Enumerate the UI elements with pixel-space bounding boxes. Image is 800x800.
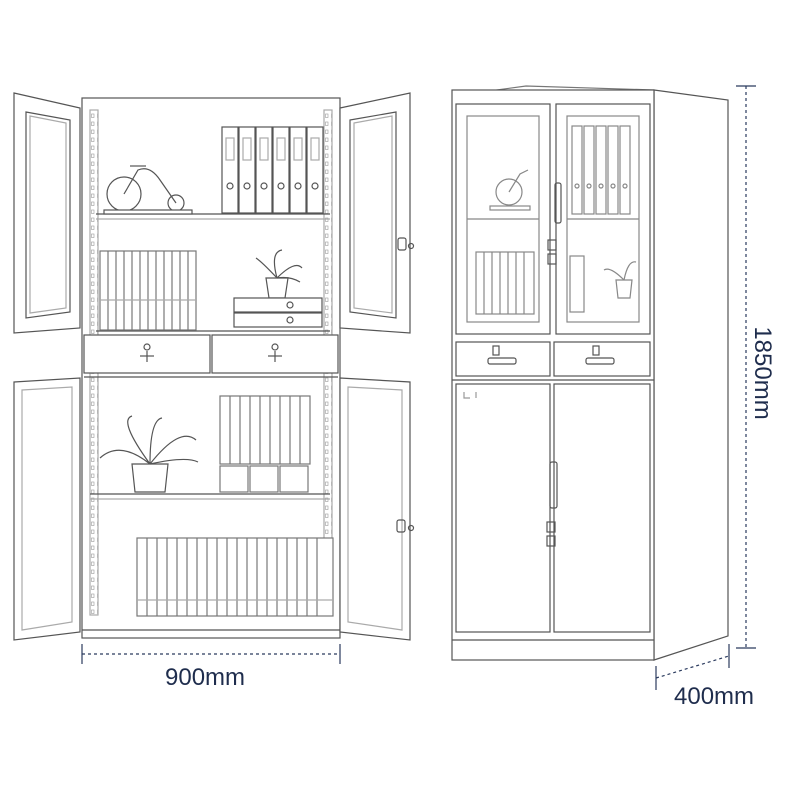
glass-contents (475, 125, 637, 315)
glass-door-upper-right (339, 92, 415, 334)
cabinet-side-panel (653, 89, 729, 661)
height-label: 1850mm (749, 326, 776, 420)
glass-door-left (455, 103, 551, 335)
closed-cabinet-view (451, 85, 729, 661)
door-lower-right-closed (553, 383, 651, 633)
depth-dimension-line (655, 644, 730, 690)
width-label: 900mm (165, 664, 246, 691)
drawer-handle (585, 345, 615, 365)
bicycle-ornament-icon (103, 165, 193, 215)
glass-door-upper-left (13, 92, 81, 334)
door-handle (554, 182, 562, 224)
drawer-left-closed (455, 341, 551, 377)
drawer-handle (487, 345, 517, 365)
drawer-lock-icon (268, 343, 282, 362)
door-lower-left-closed (455, 383, 551, 633)
open-cabinet-view (13, 92, 415, 641)
door-handle (549, 461, 558, 509)
door-lock-icon (547, 239, 557, 265)
height-dimension-line (736, 85, 756, 649)
width-dimension-line (81, 644, 341, 664)
drawer-lock-icon (140, 343, 154, 362)
door-lower-left (13, 377, 81, 641)
books-bottom (136, 537, 334, 617)
door-lower-right (339, 377, 415, 641)
door-lock-icon (397, 237, 407, 251)
plant-large-icon (99, 415, 199, 493)
file-boxes (233, 297, 323, 328)
books-lower-middle (219, 395, 311, 493)
glass-door-right (555, 103, 651, 335)
binders-top (221, 126, 324, 214)
books-middle (99, 250, 197, 331)
door-lock-icon (396, 519, 406, 533)
drawer-right-closed (553, 341, 651, 377)
door-lock-icon (546, 521, 556, 547)
depth-label: 400mm (674, 683, 755, 710)
